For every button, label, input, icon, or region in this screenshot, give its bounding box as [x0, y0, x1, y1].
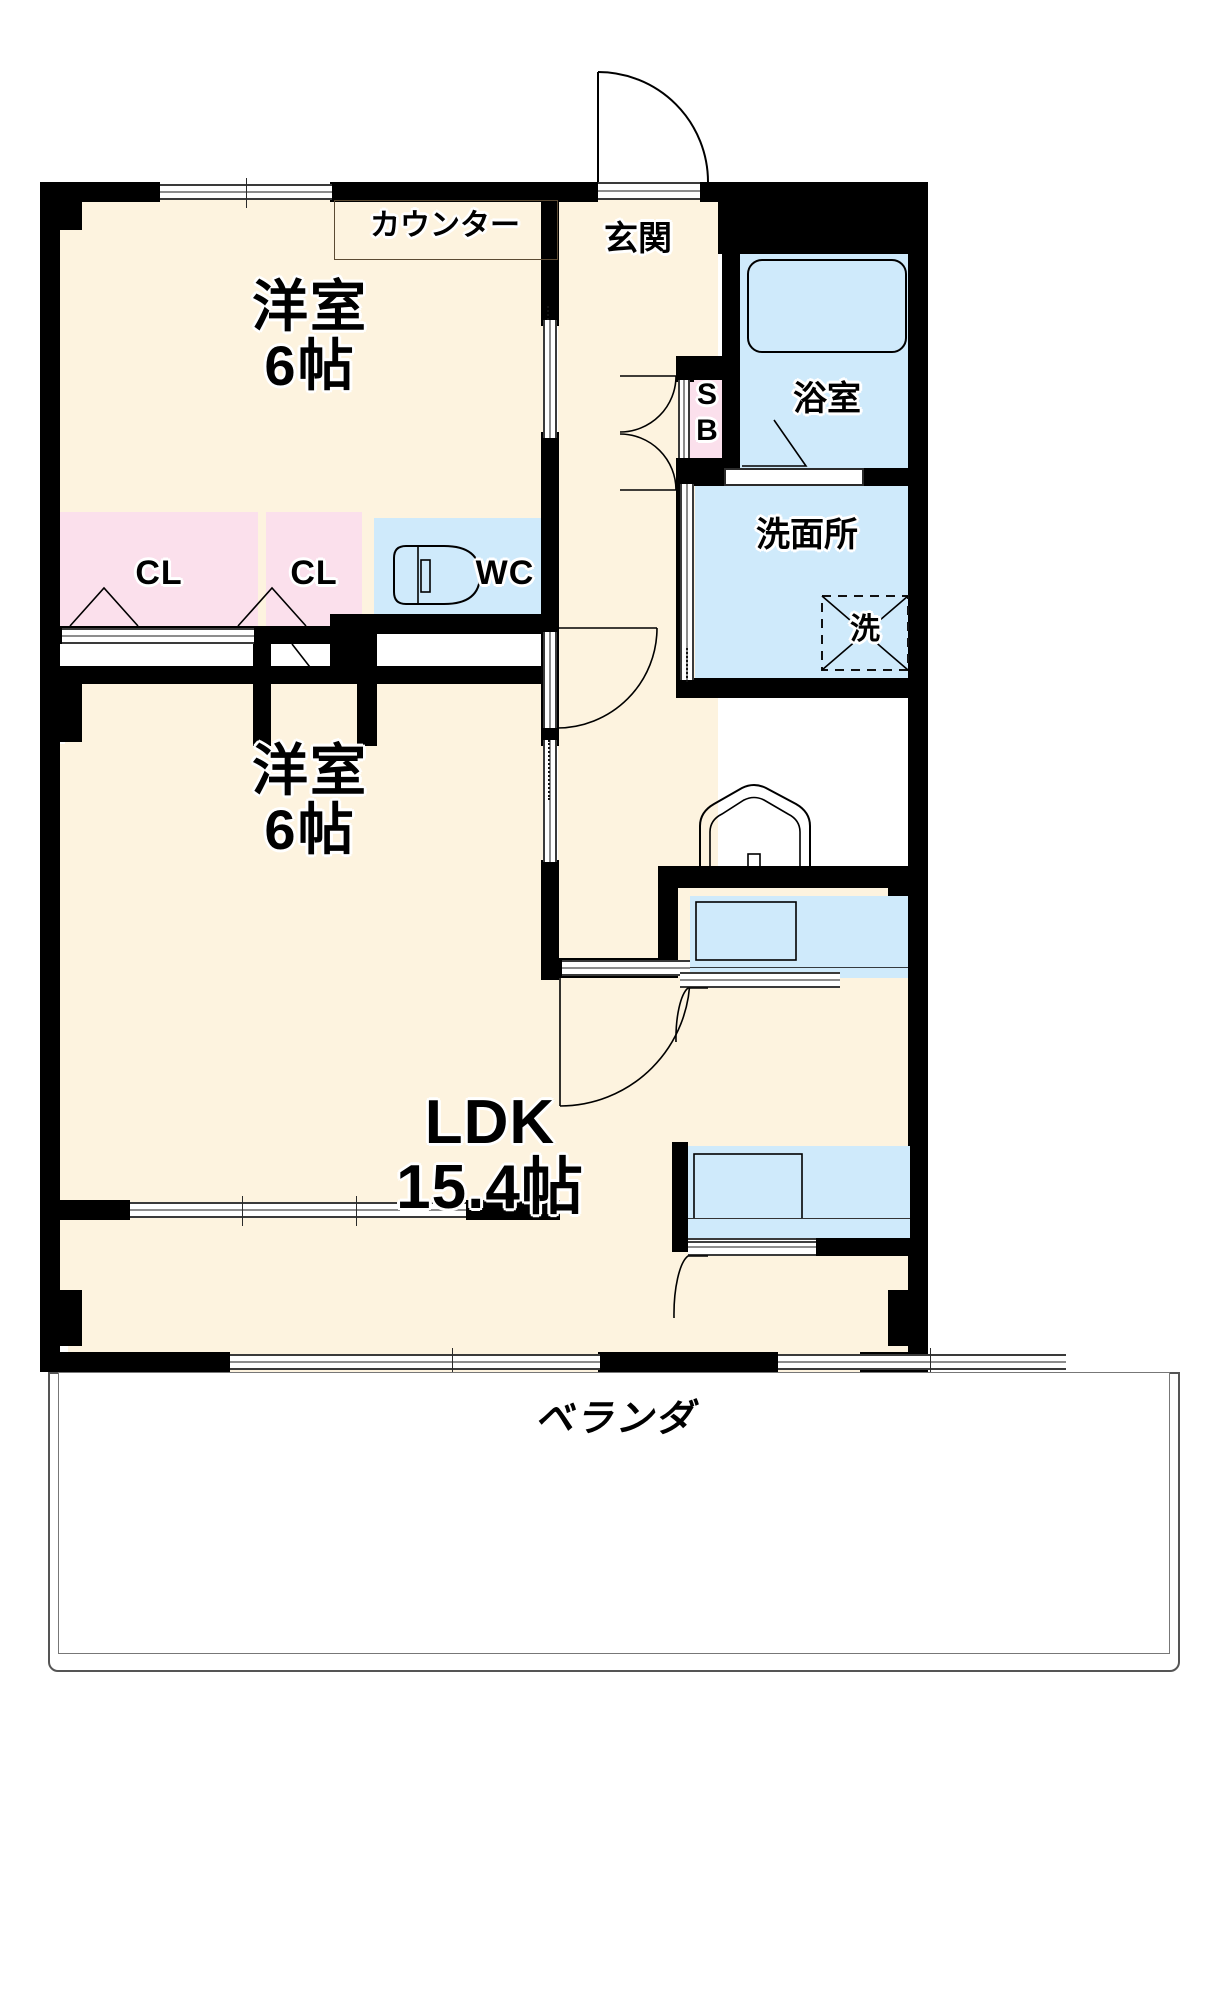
window-mullion-1: [246, 178, 247, 208]
balcony-slider-left[interactable]: [230, 1354, 600, 1370]
washroom-door-dash: [686, 648, 688, 682]
kitchen-counter-curve: [673, 1255, 708, 1319]
stove-counter-front[interactable]: [680, 972, 840, 988]
wall-closet-row-top-right: [360, 614, 558, 634]
wall-kitchen-left: [658, 866, 678, 976]
wall-top-genkan-left: [558, 182, 598, 202]
wall-hall-left-upper: [541, 196, 559, 326]
wall-bottom-mid: [598, 1352, 778, 1372]
wall-left-step-bottom: [40, 1290, 82, 1346]
wall-right-step-top: [888, 182, 928, 254]
wall-hall-left-upper2: [541, 432, 559, 628]
balcony-slider-right[interactable]: [778, 1354, 1066, 1370]
washroom-floor: [695, 484, 915, 680]
wall-top-left-2: [330, 182, 558, 202]
counter-outline: [334, 200, 558, 260]
window-bedroom-bottom[interactable]: [128, 1202, 468, 1218]
kitchen-counter-band: [688, 1218, 910, 1238]
hall-door-swing-upper: [619, 375, 677, 433]
washing-machine-space-icon: [821, 595, 909, 671]
wall-closet-bottom: [60, 666, 558, 684]
wall-between-closets: [253, 626, 271, 746]
wall-kitchen-top: [658, 866, 910, 888]
bathtub-icon: [747, 259, 907, 353]
wall-hall-left-lower2: [541, 860, 559, 980]
wall-kitchen-sink-left: [672, 1142, 688, 1252]
wall-right-step-bottom: [888, 1290, 928, 1346]
wc-door-swing: [556, 627, 658, 729]
wall-bath-bottom-left: [694, 468, 724, 486]
window-mullion-2: [242, 1196, 243, 1226]
hall-door-swing-lower: [619, 433, 677, 491]
sliding-door-bedroom-bottom-dash: [548, 740, 550, 800]
ldk-door-panel[interactable]: [562, 960, 692, 976]
wc-floor: [374, 518, 549, 630]
toilet-bowl-icon: [393, 545, 482, 605]
wall-ldk-top-left: [60, 1200, 130, 1220]
stove-icon: [690, 896, 908, 969]
closet-right-open-mark: [291, 643, 349, 682]
shoebox-floor: [690, 378, 724, 460]
window-mullion-3: [356, 1196, 357, 1226]
wall-left-step-top: [40, 182, 82, 230]
door-entrance-swing: [597, 71, 709, 183]
bath-door-panel[interactable]: [724, 468, 864, 486]
stove-counter-curve: [675, 987, 708, 1043]
closet-open-marks: [69, 586, 307, 627]
shoebox-door-panel[interactable]: [678, 380, 690, 458]
kitchen-counter-front[interactable]: [688, 1238, 816, 1256]
bathroom-floor: [740, 253, 915, 468]
ldk-door-swing: [559, 975, 691, 1107]
balcony-mullion-1: [452, 1348, 453, 1378]
wall-left-step-mid: [40, 684, 82, 742]
wall-left-outer-main: [40, 182, 60, 1372]
closet-left-floor: [60, 512, 258, 630]
closet-right-floor: [266, 512, 362, 630]
bath-drain-icon: [742, 419, 808, 467]
wall-bottom-left: [40, 1352, 230, 1372]
door-entrance-panel[interactable]: [598, 182, 700, 200]
veranda-inner: [58, 1372, 1170, 1654]
wall-ldk-top-right: [466, 1200, 560, 1220]
wc-door-panel[interactable]: [543, 632, 557, 728]
wall-bath-bottom-right: [863, 468, 928, 486]
closet-left-doors[interactable]: [62, 628, 254, 644]
balcony-mullion-2: [930, 1348, 931, 1378]
bedroom-bottom-floor: [60, 684, 555, 976]
wall-right-outer: [908, 182, 928, 1372]
washroom-door-panel[interactable]: [680, 484, 694, 680]
sliding-door-bedroom-top-panel[interactable]: [543, 320, 557, 438]
wall-bath-left: [722, 254, 740, 470]
wall-washroom-bottom: [676, 678, 928, 698]
vanity-sink-icon: [696, 784, 814, 877]
sliding-door-bedroom-bottom-panel[interactable]: [543, 740, 557, 862]
